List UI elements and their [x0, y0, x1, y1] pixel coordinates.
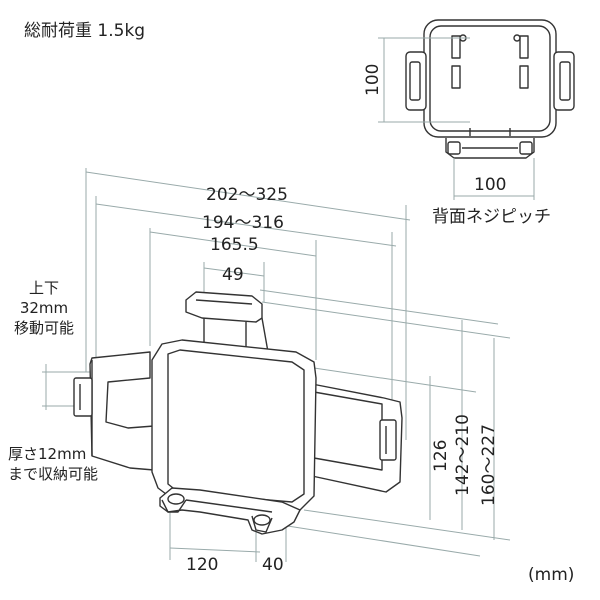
vertical-move-line-2: 32mm	[19, 299, 69, 317]
base-depth-dimension: 120	[186, 555, 219, 575]
back-height-dimension: 100	[363, 63, 383, 96]
back-width-dimension: 100	[474, 175, 507, 195]
vertical-move-line-3: 移動可能	[13, 319, 74, 337]
height-126-dimension: 126	[431, 439, 451, 472]
fold-thickness-line-1: 厚さ12mm	[8, 445, 87, 463]
load-capacity-label: 総耐荷重 1.5kg	[24, 21, 146, 41]
clamp-width-dimension: 49	[222, 265, 244, 285]
overall-width-dimension: 202～325	[206, 185, 288, 205]
panel-width-dimension: 165.5	[210, 235, 259, 255]
vertical-move-line-1: 上下	[28, 279, 59, 297]
vertical-move-note: 上下 32mm 移動可能	[6, 278, 82, 338]
foot-width-dimension: 40	[262, 555, 284, 575]
height-160-227-dimension: 160～227	[479, 424, 499, 506]
height-142-210-dimension: 142～210	[453, 414, 473, 496]
fold-thickness-note: 厚さ12mm まで収納可能	[8, 444, 120, 484]
fold-thickness-line-2: まで収納可能	[8, 465, 99, 483]
back-view-drawing	[405, 19, 575, 159]
inner-width-dimension: 194～316	[202, 213, 284, 233]
unit-label: (mm)	[528, 565, 575, 585]
back-screw-pitch-caption: 背面ネジピッチ	[432, 207, 551, 227]
